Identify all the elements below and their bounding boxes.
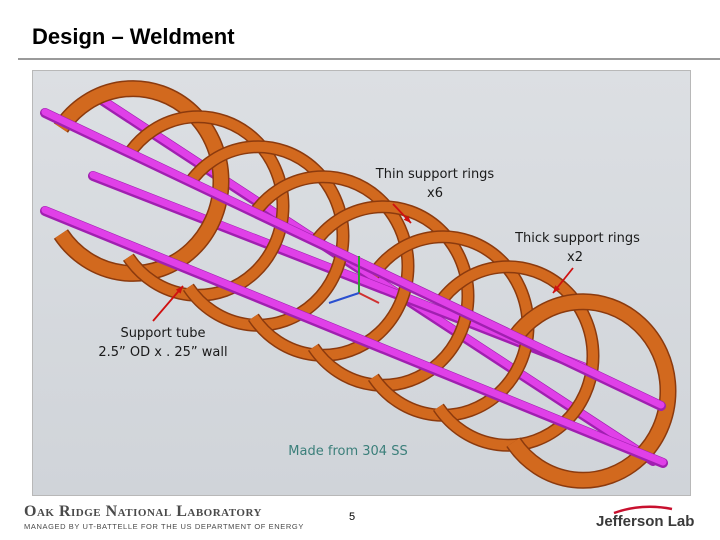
thick-rings-arrow-head (553, 285, 561, 293)
triad-z-axis (328, 292, 360, 304)
ring-7 (434, 261, 598, 451)
triad-x-axis (358, 292, 380, 304)
ornl-logo-name: Oak Ridge National Laboratory (24, 503, 262, 520)
support-tube-3 (41, 206, 667, 466)
thin-rings-label-line2: x6 (427, 186, 443, 201)
ring-2 (124, 111, 288, 301)
thick-rings-label-line2: x2 (567, 250, 583, 265)
support-tube-arrow-head (175, 286, 183, 294)
ornl-logo-subtitle: MANAGED BY UT-BATTELLE FOR THE US DEPART… (24, 522, 304, 531)
thick-rings-label: Thick support rings x2 (500, 229, 655, 267)
ring-5 (309, 201, 473, 391)
thin-rings-label: Thin support rings x6 (360, 165, 510, 203)
support-tube-label: Support tube 2.5” OD x . 25” wall (88, 324, 238, 362)
thick-rings-label-line1: Thick support rings (515, 231, 640, 246)
weldment-illustration (40, 80, 677, 489)
support-tube-label-line2: 2.5” OD x . 25” wall (98, 345, 228, 360)
support-tube-label-line1: Support tube (120, 326, 206, 341)
ring-4 (249, 171, 413, 361)
ring-3 (184, 141, 348, 331)
title-divider (18, 58, 720, 60)
slide-title: Design – Weldment (32, 24, 235, 49)
ring-8 (507, 294, 675, 488)
cad-render-viewport (32, 70, 691, 496)
ornl-logo: Oak Ridge National Laboratory MANAGED BY… (24, 503, 304, 531)
jlab-logo: Jefferson Lab (596, 513, 695, 530)
thin-rings-arrow-head (403, 215, 411, 223)
support-tube-arrow-line (152, 285, 184, 322)
thin-rings-label-line1: Thin support rings (375, 167, 495, 182)
support-tube-1 (41, 108, 665, 409)
support-tube-2 (99, 96, 657, 464)
page-number: 5 (349, 511, 356, 523)
jlab-swoosh-icon (613, 505, 673, 514)
material-label: Made from 304 SS (288, 444, 408, 459)
ring-1 (55, 81, 228, 281)
